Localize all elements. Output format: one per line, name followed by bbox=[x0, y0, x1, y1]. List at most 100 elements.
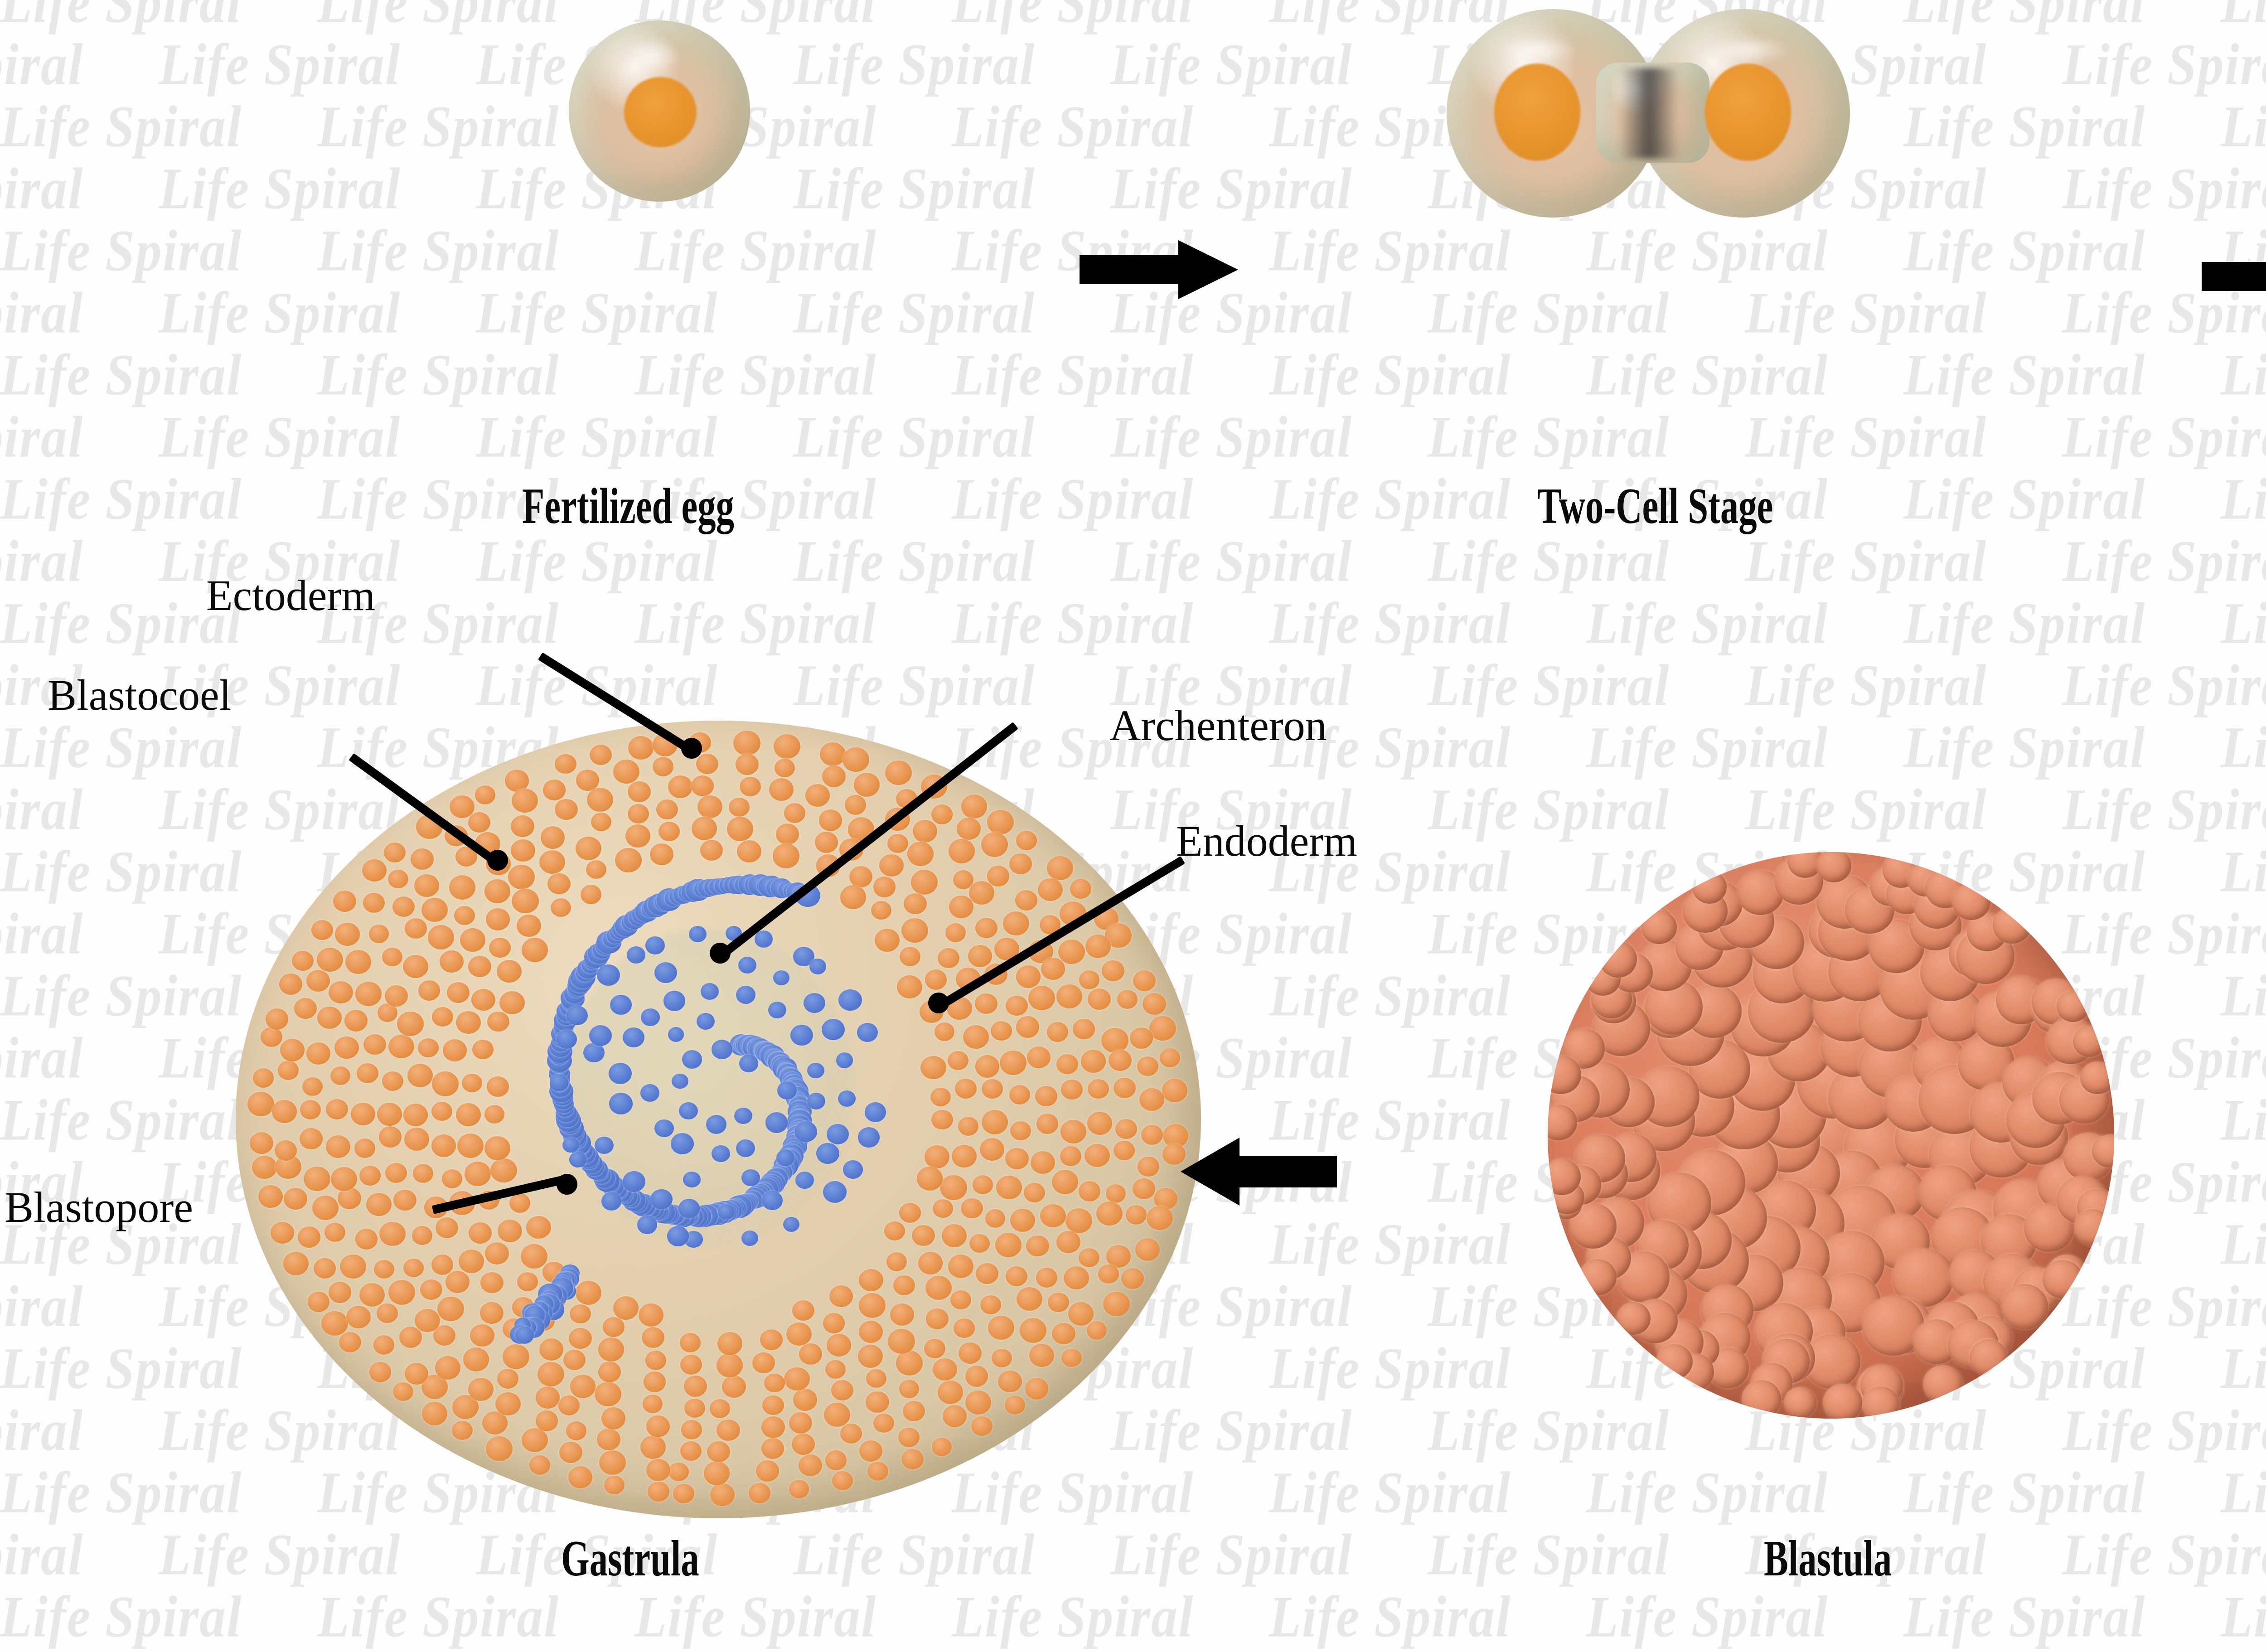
ectoderm-cell bbox=[277, 1060, 299, 1080]
ectoderm-cell bbox=[656, 799, 678, 820]
ectoderm-cell bbox=[1133, 1178, 1155, 1199]
endoderm-cell bbox=[790, 1024, 813, 1046]
ectoderm-cell bbox=[489, 937, 511, 958]
ectoderm-cell bbox=[475, 785, 495, 804]
watermark-text: Life Spiral bbox=[1903, 218, 2146, 284]
ectoderm-cell bbox=[497, 1369, 518, 1389]
endoderm-cell bbox=[626, 946, 646, 964]
watermark-text: Life Spiral bbox=[0, 218, 242, 284]
ectoderm-cell bbox=[388, 869, 408, 889]
blastula-cell bbox=[1548, 1105, 1577, 1140]
ectoderm-cell bbox=[522, 1428, 548, 1453]
ectoderm-cell bbox=[680, 1441, 702, 1461]
ectoderm-cell bbox=[450, 795, 475, 819]
ectoderm-cell bbox=[314, 1258, 336, 1279]
ectoderm-cell bbox=[981, 1109, 1008, 1134]
ectoderm-cell bbox=[965, 1366, 988, 1387]
ectoderm-cell bbox=[1040, 1204, 1066, 1228]
blastula-cell bbox=[1578, 1259, 1617, 1296]
ectoderm-cell bbox=[873, 1414, 894, 1433]
ectoderm-cell bbox=[1009, 853, 1032, 874]
ectoderm-cell bbox=[646, 1415, 670, 1438]
ectoderm-cell bbox=[403, 1104, 428, 1127]
ectoderm-cell bbox=[996, 1176, 1022, 1200]
ectoderm-cell bbox=[1009, 1085, 1030, 1105]
endoderm-cell bbox=[823, 1181, 847, 1203]
ectoderm-cell bbox=[433, 1325, 455, 1346]
ectoderm-cell bbox=[304, 1166, 331, 1191]
ectoderm-cell bbox=[1078, 1181, 1100, 1201]
ectoderm-cell bbox=[470, 1324, 494, 1347]
ectoderm-cell bbox=[645, 1350, 666, 1370]
ectoderm-cell bbox=[356, 1063, 378, 1084]
ectoderm-cell bbox=[471, 988, 495, 1011]
watermark-text: Life Spiral bbox=[793, 32, 1036, 97]
ectoderm-cell bbox=[271, 1100, 297, 1123]
ectoderm-cell bbox=[784, 1367, 810, 1391]
ectoderm-cell bbox=[916, 1167, 943, 1191]
watermark-text: Life Spiral bbox=[793, 1646, 1035, 1652]
ectoderm-cell bbox=[1087, 1079, 1109, 1099]
ectoderm-cell bbox=[306, 969, 330, 992]
ectoderm-cell bbox=[697, 795, 722, 818]
ectoderm-cell bbox=[393, 1382, 413, 1401]
ectoderm-cell bbox=[707, 1441, 730, 1463]
watermark-text: Life Spiral bbox=[1428, 777, 1670, 843]
ectoderm-cell bbox=[311, 920, 333, 940]
watermark-text: Life Spiral bbox=[317, 218, 560, 284]
stage-fertilized-egg bbox=[569, 20, 750, 202]
ectoderm-cell bbox=[384, 985, 408, 1007]
watermark-text: Life Spiral bbox=[634, 1584, 877, 1650]
ectoderm-cell bbox=[317, 947, 343, 972]
watermark-text: Life Spiral bbox=[0, 1460, 242, 1526]
endoderm-cell bbox=[807, 1093, 826, 1110]
watermark-text: Life Spiral bbox=[1110, 1398, 1353, 1463]
watermark-text: Life Spiral bbox=[1586, 591, 1829, 656]
endoderm-cell bbox=[583, 1043, 605, 1063]
endoderm-cell bbox=[682, 1050, 702, 1069]
watermark-text: Life Spiral bbox=[952, 343, 1194, 408]
ectoderm-cell bbox=[1015, 890, 1038, 911]
ectoderm-cell bbox=[825, 1450, 847, 1470]
endoderm-cell bbox=[595, 1136, 614, 1154]
watermark-text: Life Spiral bbox=[0, 1646, 83, 1652]
ectoderm-cell bbox=[859, 1293, 886, 1318]
ectoderm-cell bbox=[382, 947, 402, 966]
endoderm-cell bbox=[650, 1189, 673, 1210]
endoderm-cell bbox=[783, 1216, 800, 1232]
ectoderm-cell bbox=[899, 1379, 920, 1398]
watermark-text: Life Spiral bbox=[1903, 343, 2146, 408]
ectoderm-cell bbox=[710, 1483, 735, 1506]
watermark-text: Life Spiral bbox=[2062, 156, 2266, 222]
endoderm-cell bbox=[739, 1055, 758, 1073]
ectoderm-cell bbox=[640, 1435, 666, 1459]
ectoderm-cell bbox=[1121, 1268, 1144, 1289]
leader-dot-blastocoel bbox=[487, 850, 508, 871]
ectoderm-cell bbox=[521, 1244, 547, 1269]
endoderm-cell bbox=[827, 1124, 849, 1144]
endoderm-cell bbox=[640, 1084, 659, 1102]
ectoderm-cell bbox=[1146, 1206, 1173, 1231]
endoderm-cell bbox=[762, 1191, 783, 1210]
ectoderm-cell bbox=[885, 760, 912, 785]
ectoderm-cell bbox=[920, 1056, 946, 1080]
watermark-text: Life Spiral bbox=[1110, 1522, 1353, 1588]
watermark-text: Life Spiral bbox=[2221, 715, 2266, 780]
watermark-text: Life Spiral bbox=[634, 591, 877, 656]
ectoderm-cell bbox=[388, 1280, 415, 1305]
endoderm-cell bbox=[550, 1074, 569, 1091]
endoderm-cell bbox=[667, 1226, 689, 1246]
ectoderm-cell bbox=[486, 908, 510, 930]
ectoderm-cell bbox=[761, 1438, 784, 1459]
watermark-text: Life Spiral bbox=[159, 281, 401, 346]
endoderm-cell bbox=[821, 1019, 845, 1041]
watermark-text: Life Spiral bbox=[1110, 1646, 1352, 1652]
ectoderm-cell bbox=[901, 1449, 924, 1470]
endoderm-cell bbox=[736, 1139, 755, 1158]
ectoderm-cell bbox=[857, 1345, 883, 1368]
watermark-text: Life Spiral bbox=[0, 1274, 84, 1339]
ectoderm-cell bbox=[980, 1295, 1002, 1315]
watermark-text: Life Spiral bbox=[1428, 1398, 1670, 1463]
ectoderm-cell bbox=[339, 1332, 362, 1352]
endoderm-cell bbox=[836, 1052, 853, 1068]
